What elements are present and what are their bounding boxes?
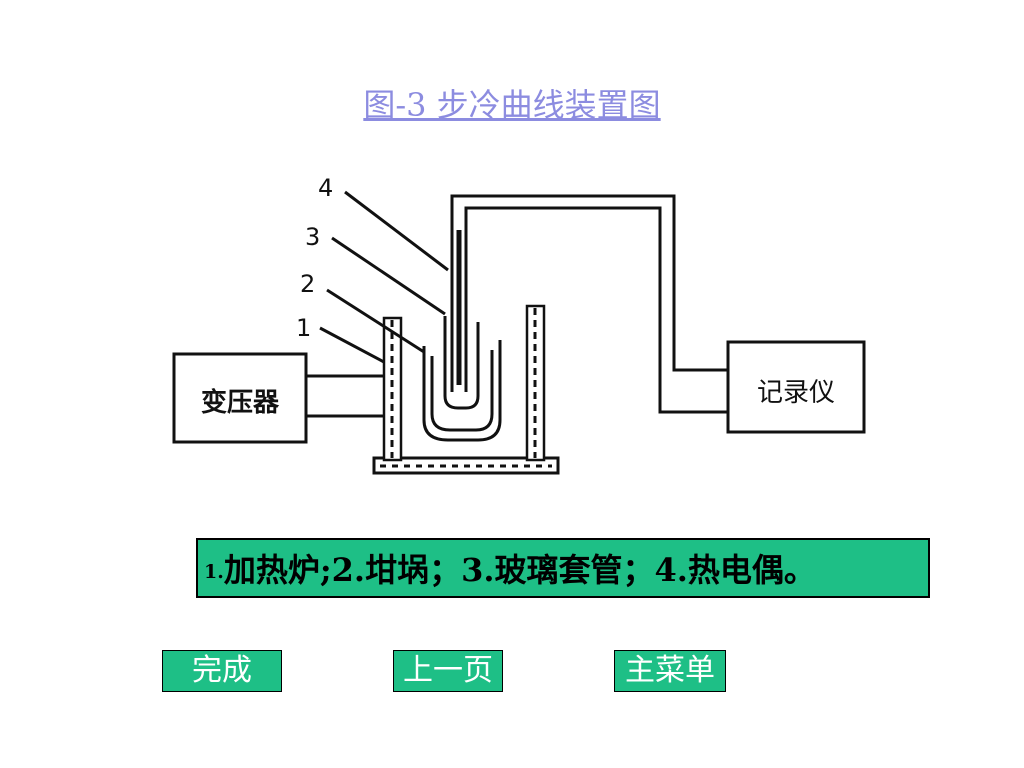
- parts-legend: 1.加热炉;2.坩埚；3.玻璃套管；4.热电偶。: [196, 538, 930, 598]
- done-button-label: 完成: [192, 653, 252, 688]
- legend-item-1-number: 1.: [204, 561, 224, 583]
- leader-lines: [319, 190, 449, 364]
- legend-text: 加热炉;2.坩埚；3.玻璃套管；4.热电偶。: [223, 551, 816, 589]
- heating-furnace: [382, 304, 546, 462]
- transformer-label: 变压器: [201, 387, 280, 418]
- recorder-label: 记录仪: [757, 378, 835, 408]
- part-number-1: 1: [296, 314, 311, 342]
- thermocouple-and-leads: [450, 194, 730, 414]
- previous-page-button-label: 上一页: [403, 653, 493, 688]
- crucible: [422, 340, 502, 442]
- transformer-box: 变压器: [172, 352, 308, 444]
- previous-page-button[interactable]: 上一页: [393, 650, 503, 692]
- main-menu-button[interactable]: 主菜单: [614, 650, 726, 692]
- done-button[interactable]: 完成: [162, 650, 282, 692]
- main-menu-button-label: 主菜单: [625, 653, 715, 688]
- base-plate: [372, 456, 560, 475]
- diagram-title: 图-3 步冷曲线装置图: [363, 86, 661, 124]
- part-number-3: 3: [305, 223, 320, 251]
- part-number-4: 4: [318, 174, 333, 202]
- part-number-labels: 4 3 2 1: [296, 174, 333, 342]
- transformer-wires: [306, 374, 384, 418]
- recorder-box: 记录仪: [726, 340, 866, 434]
- glass-sleeve: [443, 316, 480, 410]
- part-number-2: 2: [300, 270, 315, 298]
